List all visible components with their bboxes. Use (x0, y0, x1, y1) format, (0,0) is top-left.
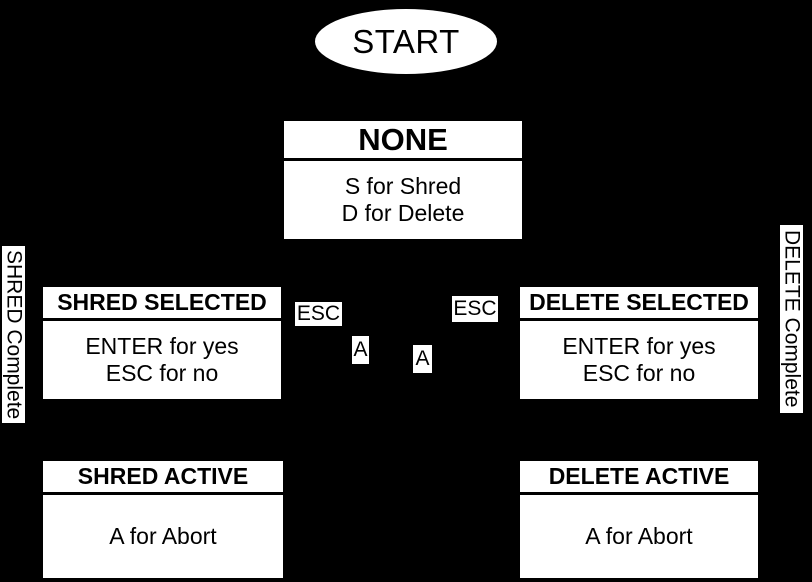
state-line: ESC for no (105, 360, 219, 386)
side-label-delete-complete: DELETE Complete (780, 225, 804, 413)
state-title-delete-selected: DELETE SELECTED (520, 287, 758, 321)
state-body-delete-active: A for Abort (520, 495, 758, 578)
state-line: D for Delete (341, 200, 465, 226)
state-line: ENTER for yes (85, 333, 239, 359)
state-title-shred-active: SHRED ACTIVE (43, 461, 283, 495)
state-title-delete-active: DELETE ACTIVE (520, 461, 758, 495)
state-node-delete-selected: DELETE SELECTED ENTER for yes ESC for no (520, 287, 758, 399)
state-line: ENTER for yes (562, 333, 716, 359)
edge-label-esc-right: ESC (452, 296, 498, 322)
state-body-none: S for Shred D for Delete (284, 161, 522, 239)
state-line: S for Shred (344, 173, 462, 199)
start-node: START (315, 9, 497, 74)
edge-label-a-left: A (352, 336, 369, 364)
state-body-delete-selected: ENTER for yes ESC for no (520, 321, 758, 399)
edge-label-esc-left: ESC (295, 302, 342, 326)
state-node-delete-active: DELETE ACTIVE A for Abort (520, 461, 758, 578)
edge-label-a-right: A (413, 345, 432, 373)
state-node-shred-active: SHRED ACTIVE A for Abort (43, 461, 283, 578)
start-label: START (352, 22, 460, 60)
state-title-shred-selected: SHRED SELECTED (43, 287, 281, 321)
state-line: A for Abort (109, 523, 217, 549)
state-title-none: NONE (284, 121, 522, 161)
state-node-shred-selected: SHRED SELECTED ENTER for yes ESC for no (43, 287, 281, 399)
state-body-shred-selected: ENTER for yes ESC for no (43, 321, 281, 399)
state-body-shred-active: A for Abort (43, 495, 283, 578)
state-line: ESC for no (582, 360, 696, 386)
state-node-none: NONE S for Shred D for Delete (284, 121, 522, 239)
side-label-shred-complete: SHRED Complete (2, 246, 26, 423)
state-line: A for Abort (585, 523, 693, 549)
